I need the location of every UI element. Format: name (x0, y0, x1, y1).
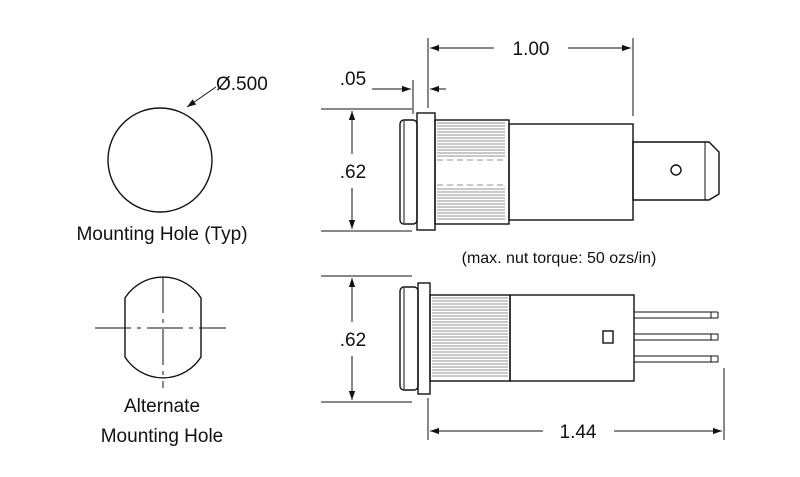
top-height-label: .62 (340, 162, 366, 183)
bottom-thread-lines (432, 297, 508, 377)
hole-diameter-leader (186, 86, 217, 108)
top-spade-terminal (632, 141, 720, 201)
top-rear-housing (508, 123, 634, 221)
mounting-hole-label: Mounting Hole (Typ) (76, 224, 247, 245)
side-view-top: 1.00 .05 .62 (321, 38, 720, 232)
alternate-hole-label-line2: Mounting Hole (101, 426, 224, 447)
bottom-rear-housing (509, 294, 635, 382)
bottom-bezel (399, 286, 419, 391)
bezel-thickness-label: .05 (340, 69, 366, 90)
bottom-threaded-body (417, 282, 431, 395)
top-threaded-body (416, 112, 436, 231)
bottom-height-label: .62 (340, 330, 366, 351)
hole-diameter-label: Ø.500 (216, 74, 268, 95)
top-bezel (399, 119, 418, 225)
overall-length-label: 1.44 (560, 422, 597, 443)
bottom-led-window (602, 330, 614, 344)
top-terminal-hole (670, 164, 682, 176)
torque-note: (max. nut torque: 50 ozs/in) (462, 250, 657, 267)
mounting-hole-circle (107, 107, 213, 213)
side-view-bottom: .62 1.44 (321, 275, 725, 443)
body-length-label: 1.00 (513, 39, 550, 60)
bottom-pin-terminals (634, 311, 719, 363)
alternate-hole-outline (124, 276, 202, 379)
mounting-hole-view: Ø.500 Mounting Hole (Typ) (76, 74, 267, 245)
top-thread-lines (437, 122, 505, 220)
alternate-hole-label-line1: Alternate (124, 396, 200, 417)
alternate-mounting-hole-view: Alternate Mounting Hole (95, 276, 226, 447)
